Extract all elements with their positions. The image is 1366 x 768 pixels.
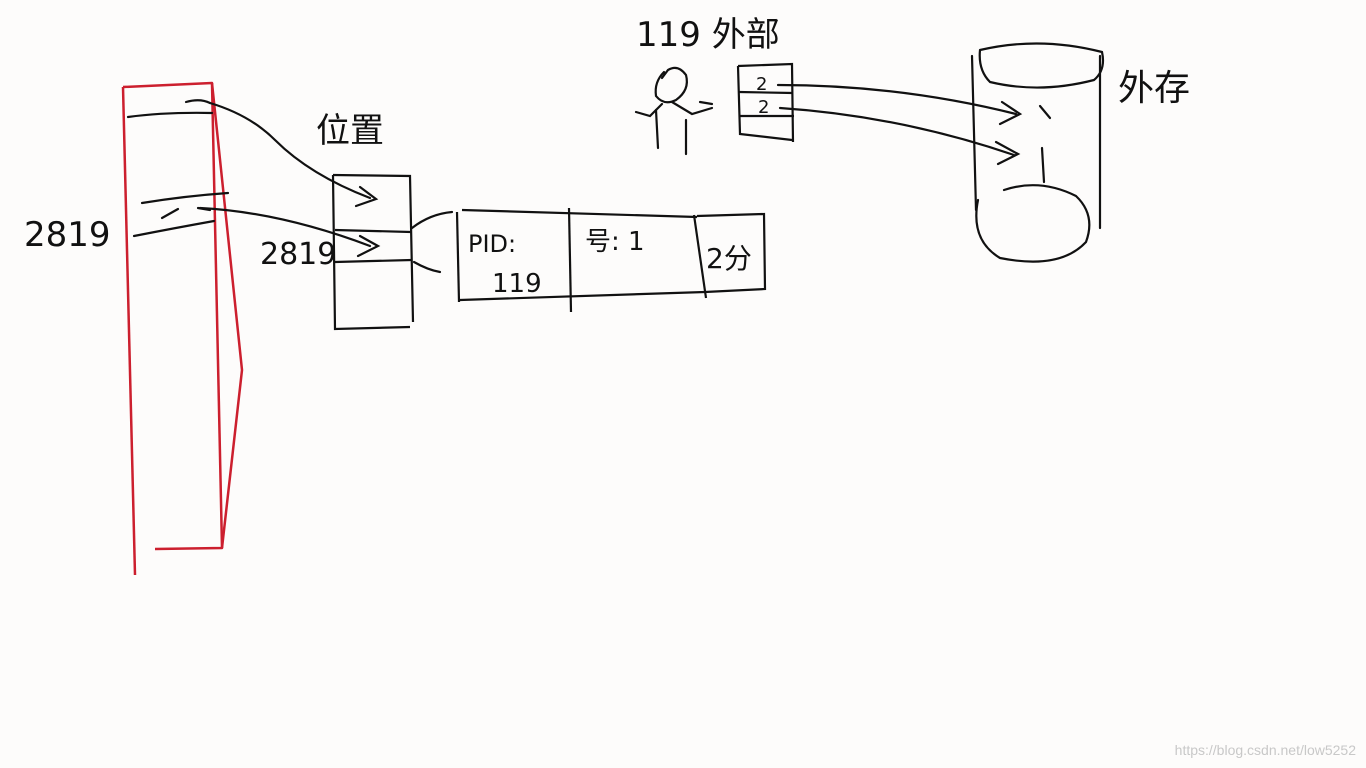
pcb-number-field: 号: 1 <box>585 227 645 257</box>
page-table-title: 位置 <box>316 111 384 151</box>
page-table <box>331 173 415 331</box>
process-entry-1: 2 <box>756 74 767 95</box>
memory-address-label: 2819 <box>24 215 111 255</box>
process-to-disk-arrows <box>776 83 1023 166</box>
process-title: 119 外部 <box>636 15 780 55</box>
pcb-status-field: 2分 <box>706 242 752 275</box>
table-to-pcb-connector <box>410 210 454 274</box>
process-entry-2: 2 <box>758 97 769 118</box>
stick-figure-icon <box>634 66 714 156</box>
process-table <box>736 62 795 143</box>
disk-cylinder <box>970 42 1105 263</box>
pcb-record <box>455 207 767 313</box>
pcb-pid-label: PID: <box>468 230 516 258</box>
pcb-pid-value: 119 <box>492 269 542 299</box>
watermark-text: https://blog.csdn.net/low5252 <box>1174 742 1356 758</box>
page-table-entry-address: 2819 <box>260 237 336 272</box>
memory-block <box>121 81 244 576</box>
memory-to-table-arrows <box>198 101 381 258</box>
disk-label: 外存 <box>1118 68 1190 109</box>
